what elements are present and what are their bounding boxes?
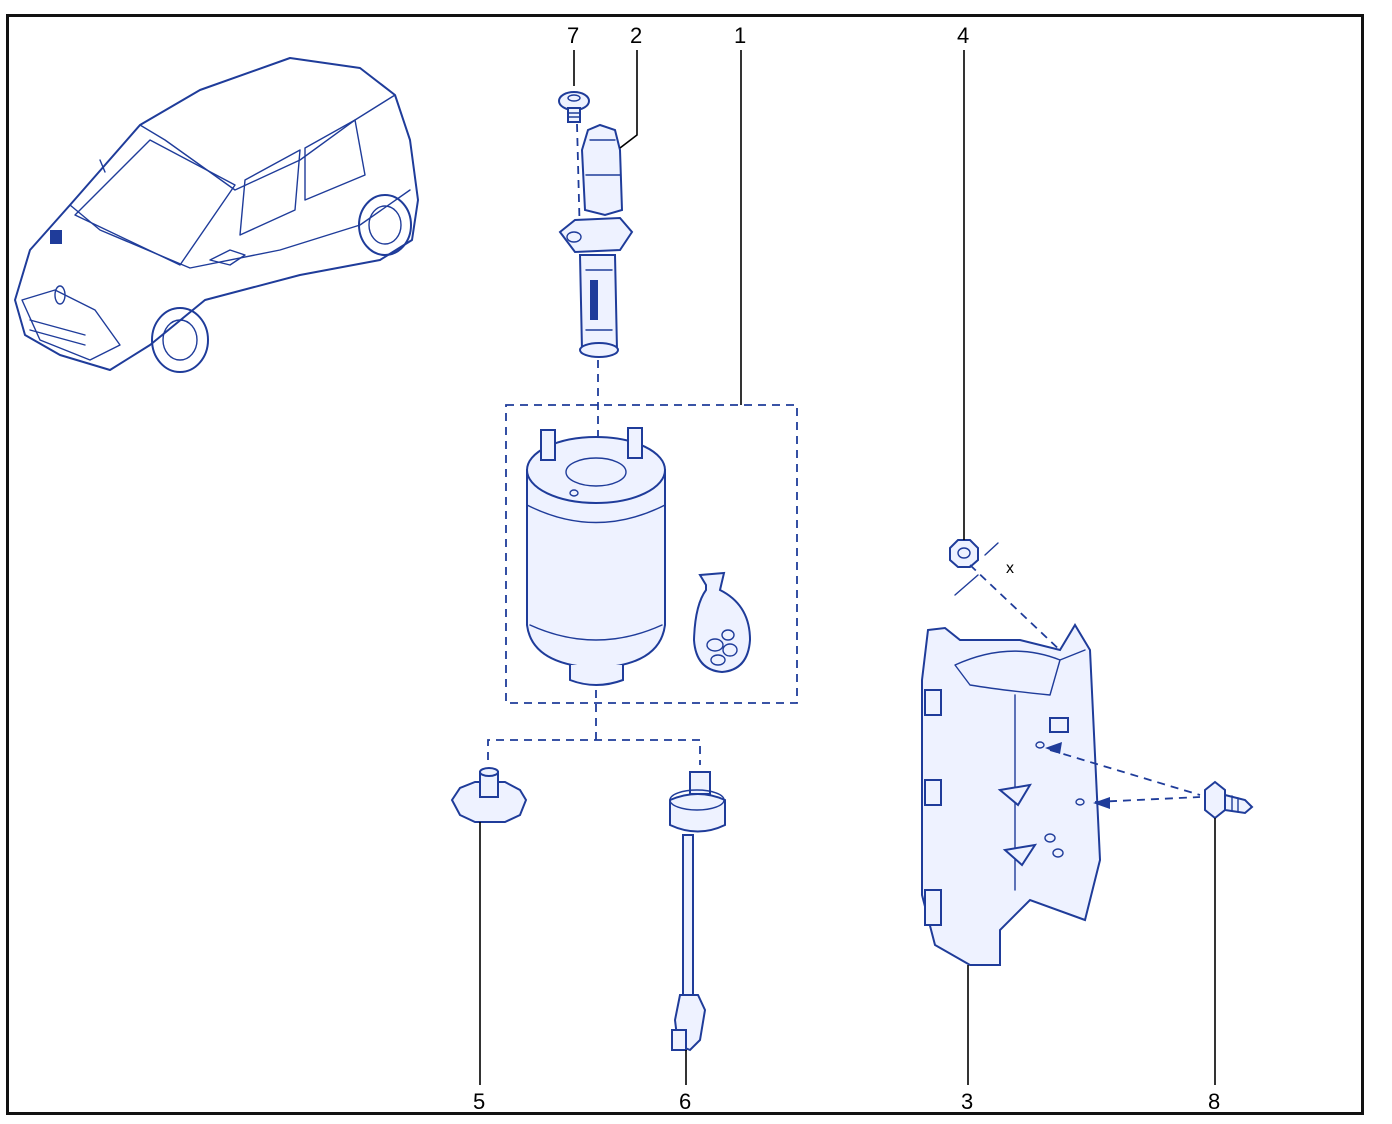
callout-6: 6 [679, 1089, 691, 1114]
arrow-head-upper [1045, 742, 1062, 754]
screw-part-7 [558, 91, 590, 123]
callout-4: 4 [957, 23, 969, 48]
nut-part-4 [949, 539, 979, 568]
vehicle-illustration [14, 57, 419, 373]
diagram-frame [6, 14, 1364, 1115]
heater-part-2 [558, 123, 634, 358]
filter-part-1 [505, 404, 798, 704]
callout-1: 1 [734, 23, 746, 48]
axis-dash-8a [1049, 749, 1201, 796]
axis-dash-7 [576, 123, 581, 241]
bolt-part-8 [1204, 780, 1254, 820]
callout-8: 8 [1208, 1089, 1220, 1114]
callout-7: 7 [567, 23, 579, 48]
callout-2: 2 [630, 23, 642, 48]
dimension-arrow-b [984, 542, 999, 556]
dimension-label: x [1006, 560, 1014, 577]
dimension-arrow-a [954, 574, 979, 596]
leader-lines [479, 50, 1216, 1085]
arrow-head-lower [1093, 797, 1110, 809]
drain-plug-part-5 [450, 767, 528, 823]
axis-dash-8b [1094, 796, 1201, 803]
callout-3: 3 [961, 1089, 973, 1114]
callout-5: 5 [473, 1089, 485, 1114]
axis-dash-4 [969, 564, 1066, 656]
sensor-part-6 [669, 771, 726, 1052]
bracket-part-3 [921, 623, 1102, 966]
branch-dash-5-6 [487, 739, 701, 765]
